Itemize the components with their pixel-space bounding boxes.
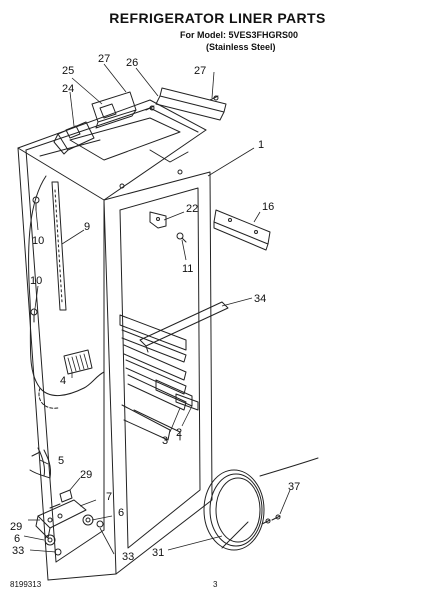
callout-1: 1 xyxy=(258,139,264,151)
callout-10-b: 10 xyxy=(30,275,42,287)
part-16-bracket xyxy=(213,209,271,251)
callout-2: 2 xyxy=(176,427,182,439)
callout-3: 3 xyxy=(162,435,168,447)
leader-lines xyxy=(23,63,291,555)
callout-6-b: 6 xyxy=(14,533,20,545)
callout-33-b: 33 xyxy=(122,551,134,563)
wire-harness-left xyxy=(28,175,105,409)
callout-labels: 25 27 26 27 24 1 22 16 9 10 11 10 34 4 3… xyxy=(10,53,300,563)
model-info: For Model: 5VES3FHGRS00 (Stainless Steel… xyxy=(180,29,298,53)
part-10-screws xyxy=(30,196,40,323)
callout-31: 31 xyxy=(152,547,164,559)
part-22-bracket xyxy=(149,211,167,229)
callout-5: 5 xyxy=(58,455,64,467)
model-line: For Model: 5VES3FHGRS00 xyxy=(180,30,299,40)
page-number: 3 xyxy=(213,580,218,589)
callout-25: 25 xyxy=(62,65,74,77)
diagram-header: REFRIGERATOR LINER PARTS xyxy=(0,10,435,26)
part-37-screws xyxy=(261,514,281,525)
part-4-vent-grille xyxy=(63,349,93,375)
callout-9: 9 xyxy=(84,221,90,233)
part-31-water-tube xyxy=(203,457,319,551)
part-26-top-rail xyxy=(155,87,227,121)
callout-33-a: 33 xyxy=(12,545,24,557)
part-9-vertical-rail xyxy=(51,181,67,311)
callout-26: 26 xyxy=(126,57,138,69)
part-34-crossbar xyxy=(139,301,229,353)
part-29-connectors xyxy=(49,489,73,509)
part-11-screw xyxy=(176,232,187,243)
callout-4: 4 xyxy=(60,375,66,387)
callout-37: 37 xyxy=(288,481,300,493)
part-number: 8199313 xyxy=(10,580,42,589)
part-7-control-housing xyxy=(35,499,87,539)
liner-cabinet xyxy=(17,99,213,581)
part-25-bracket xyxy=(91,91,137,129)
part-27-screws xyxy=(145,95,219,111)
callout-29-b: 29 xyxy=(10,521,22,533)
callout-27-b: 27 xyxy=(194,65,206,77)
part-24-housing xyxy=(53,121,95,155)
finish-line: (Stainless Steel) xyxy=(206,42,276,52)
callout-29-a: 29 xyxy=(80,469,92,481)
callout-27-a: 27 xyxy=(98,53,110,65)
callout-11: 11 xyxy=(182,263,193,275)
part-33-caps xyxy=(54,520,104,556)
callout-24: 24 xyxy=(62,83,74,95)
callout-16: 16 xyxy=(262,201,274,213)
callout-22: 22 xyxy=(186,203,198,215)
callout-34: 34 xyxy=(254,293,266,305)
callout-6-a: 6 xyxy=(118,507,124,519)
page-title: REFRIGERATOR LINER PARTS xyxy=(109,10,326,26)
shelf-rails xyxy=(119,314,199,441)
callout-7: 7 xyxy=(106,491,112,503)
callout-10-a: 10 xyxy=(32,235,44,247)
